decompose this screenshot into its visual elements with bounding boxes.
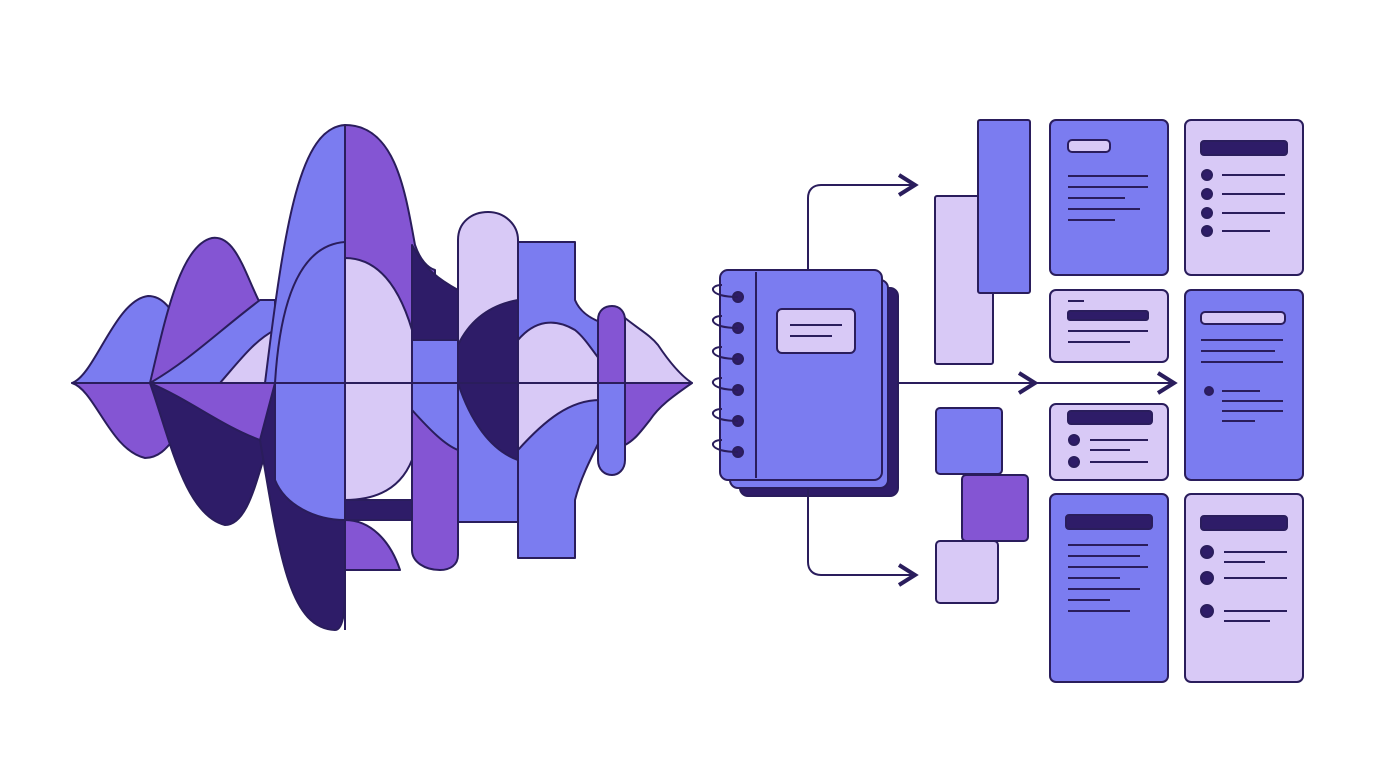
wave-tail-lower [624,382,693,446]
doc-card-7 [1184,493,1304,683]
sound-wave-icon [71,124,693,631]
doc-card-3 [1049,403,1169,481]
block-square-violet [961,474,1029,542]
doc-card-5 [1184,119,1304,276]
block-tall-indigo [977,119,1031,294]
wave-lobe-center-bottom-pale [344,382,413,501]
doc-card-1 [1049,119,1169,276]
doc-card-2 [1049,289,1169,363]
wave-lobe-center-bottom-violet [344,519,401,571]
wave-tail-pill-lower [597,382,626,476]
block-square-pale [935,540,999,604]
notebook-rings [712,284,744,458]
arrow-top-branch [807,173,919,270]
content-block-icon [934,119,1031,604]
arrow-bottom-branch [807,488,919,587]
doc-card-4 [1049,493,1169,683]
document-card-icon [1049,119,1304,683]
wave-tail-pill [597,305,626,384]
spiral-notebook-icon [712,269,899,497]
wave-lobe-center-bottom-dark [344,499,413,521]
flow-arrows [807,173,1178,587]
block-square-indigo [935,407,1003,475]
notebook-label [776,308,856,354]
wave-lobe-mid-band [411,339,459,384]
wave-tail-upper [624,317,693,384]
notebook-cover [719,269,883,481]
doc-card-6 [1184,289,1304,481]
